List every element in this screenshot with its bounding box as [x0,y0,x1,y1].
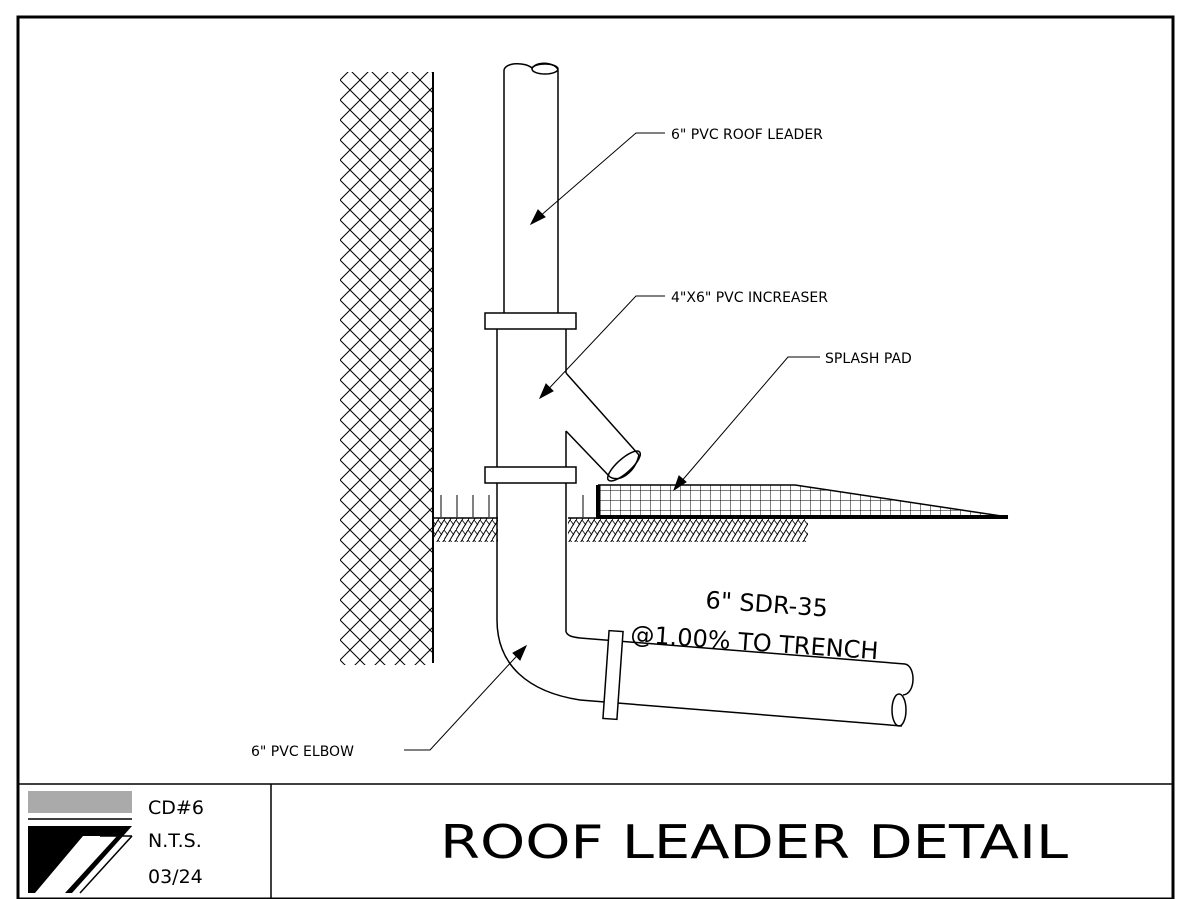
upper-coupling [484,312,577,330]
ground-line [433,517,808,542]
detail-number: CD#6 [148,797,204,819]
leader-roof-leader [529,132,665,226]
sheet-border [16,15,1175,899]
title-block: CD#6 N.T.S. 03/24 ROOF LEADER DETAIL [18,783,1173,899]
label-pipe-size: 6" SDR-35 [705,586,829,622]
lateral-coupling [602,629,624,721]
grass-marks [440,495,584,517]
splash-pad [596,484,1009,519]
increaser-wye [496,329,642,482]
building-wall [340,72,434,665]
company-logo [28,791,133,894]
label-roof-leader: 6" PVC ROOF LEADER [671,127,823,143]
revision-date: 03/24 [148,866,203,888]
leader-splash-pad [673,356,820,492]
scale-note: N.T.S. [148,830,202,852]
label-elbow: 6" PVC ELBOW [251,744,354,760]
leader-increaser [538,295,665,400]
lower-coupling [484,466,577,484]
label-splash-pad: SPLASH PAD [825,351,912,367]
drawing-title: ROOF LEADER DETAIL [440,815,1068,869]
label-pipe-slope: @1.00% TO TRENCH [630,620,880,665]
elbow-and-lateral [496,483,914,727]
roof-leader-pipe [503,62,559,313]
leader-elbow [404,644,528,751]
label-increaser: 4"X6" PVC INCREASER [671,290,828,306]
